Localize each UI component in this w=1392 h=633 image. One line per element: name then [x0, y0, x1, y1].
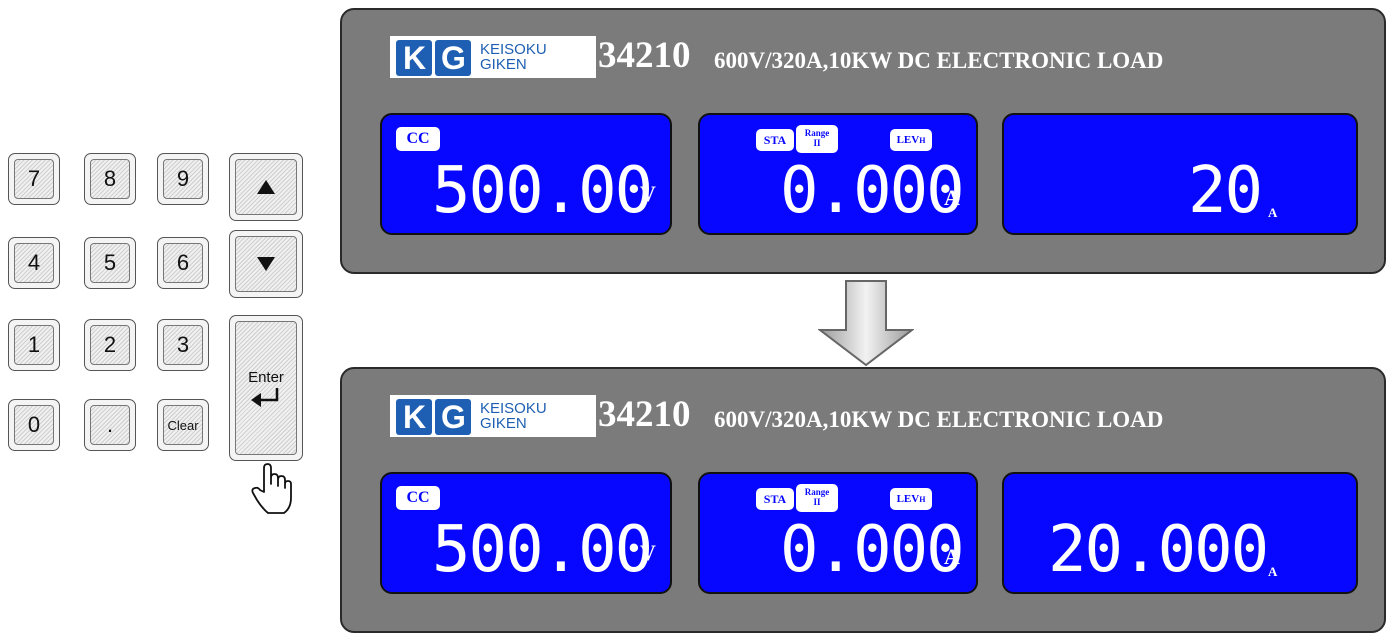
sta-badge: STA — [756, 129, 794, 151]
key-0[interactable]: 0 — [8, 399, 60, 451]
clear-label: Clear — [163, 405, 203, 445]
down-button[interactable] — [229, 230, 303, 298]
key-4[interactable]: 4 — [8, 237, 60, 289]
return-arrow-icon — [251, 387, 279, 407]
range-badge: Range II — [796, 125, 838, 153]
voltage-value: 500.00 — [432, 154, 653, 228]
key-decimal-point[interactable]: . — [84, 399, 136, 451]
key-7[interactable]: 7 — [8, 153, 60, 205]
lev-badge: LEVH — [890, 129, 932, 151]
current-display: STA Range II LEVH 0.000 A — [698, 113, 978, 235]
key-decimal-label: . — [90, 405, 130, 445]
key-5[interactable]: 5 — [84, 237, 136, 289]
voltage-display: CC 500.00 V — [380, 113, 672, 235]
model-number: 34210 — [598, 394, 691, 435]
down-arrow-icon — [818, 280, 914, 366]
key-7-label: 7 — [14, 159, 54, 199]
key-5-label: 5 — [90, 243, 130, 283]
current-value: 0.000 — [780, 513, 965, 587]
setting-unit: A — [1268, 205, 1278, 220]
range-label: Range — [804, 128, 830, 138]
key-3[interactable]: 3 — [157, 319, 209, 371]
current-unit: A — [944, 185, 960, 210]
enter-button[interactable]: Enter — [229, 315, 303, 461]
range-label: Range — [804, 487, 830, 497]
key-8[interactable]: 8 — [84, 153, 136, 205]
key-2[interactable]: 2 — [84, 319, 136, 371]
mode-badge: CC — [396, 486, 440, 510]
brand-line1: KEISOKU — [480, 400, 547, 417]
mode-badge: CC — [396, 127, 440, 151]
brand-line2: GIKEN — [480, 415, 527, 432]
clear-button[interactable]: Clear — [157, 399, 209, 451]
down-arrow-icon — [235, 236, 297, 292]
brand-line1: KEISOKU — [480, 41, 547, 58]
setting-unit: A — [1268, 564, 1278, 579]
current-display: STA Range II LEVH 0.000 A — [698, 472, 978, 594]
setting-value: 20 — [1188, 154, 1263, 228]
current-unit: A — [944, 544, 960, 569]
brand-line2: GIKEN — [480, 56, 527, 73]
lev-level: H — [919, 495, 926, 504]
lev-level: H — [919, 136, 926, 145]
voltage-unit: V — [640, 540, 656, 565]
up-button[interactable] — [229, 153, 303, 221]
key-3-label: 3 — [163, 325, 203, 365]
setting-value: 20.000 — [1048, 513, 1269, 587]
sta-badge: STA — [756, 488, 794, 510]
key-2-label: 2 — [90, 325, 130, 365]
voltage-unit: V — [640, 181, 656, 206]
lev-label: LEV — [896, 134, 920, 146]
key-9-label: 9 — [163, 159, 203, 199]
range-badge: Range II — [796, 484, 838, 512]
key-1[interactable]: 1 — [8, 319, 60, 371]
key-9[interactable]: 9 — [157, 153, 209, 205]
voltage-display: CC 500.00 V — [380, 472, 672, 594]
key-8-label: 8 — [90, 159, 130, 199]
key-6[interactable]: 6 — [157, 237, 209, 289]
key-6-label: 6 — [163, 243, 203, 283]
range-level: II — [813, 497, 821, 507]
key-4-label: 4 — [14, 243, 54, 283]
model-number: 34210 — [598, 35, 691, 76]
hand-pointer-icon — [251, 463, 292, 514]
key-1-label: 1 — [14, 325, 54, 365]
enter-button-face: Enter — [235, 321, 297, 455]
setting-display: 20 A — [1002, 113, 1358, 235]
voltage-value: 500.00 — [432, 513, 653, 587]
up-arrow-icon — [235, 159, 297, 215]
lev-label: LEV — [896, 493, 920, 505]
model-description: 600V/320A,10KW DC ELECTRONIC LOAD — [714, 407, 1164, 432]
range-level: II — [813, 138, 821, 148]
lev-badge: LEVH — [890, 488, 932, 510]
model-description: 600V/320A,10KW DC ELECTRONIC LOAD — [714, 48, 1164, 73]
setting-display: 20.000 A — [1002, 472, 1358, 594]
enter-label: Enter — [248, 368, 284, 386]
key-0-label: 0 — [14, 405, 54, 445]
current-value: 0.000 — [780, 154, 965, 228]
